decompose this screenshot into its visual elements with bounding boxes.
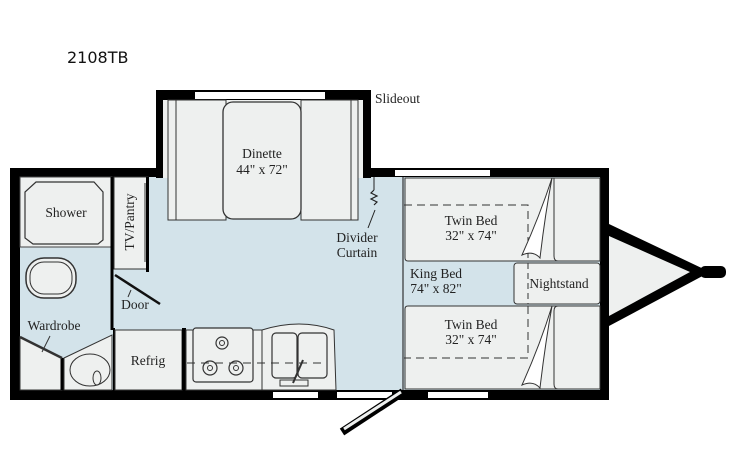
king-bed-size: 74" x 82" (410, 281, 462, 296)
shower-label: Shower (45, 205, 87, 220)
divider-curtain: Divider Curtain (336, 177, 379, 260)
curtain-label: Curtain (337, 245, 378, 260)
twin-bed-top-label: Twin Bed (445, 213, 498, 228)
refrig-label: Refrig (131, 353, 166, 368)
tv-pantry-label: TV/Pantry (122, 193, 137, 250)
outer-walls (10, 168, 609, 400)
kitchen: Refrig (113, 323, 337, 391)
divider-label: Divider (336, 230, 378, 245)
bathroom-door: Door (114, 273, 161, 312)
model-title: 2108TB (67, 48, 129, 67)
dinette: Dinette 44" x 72" (167, 99, 359, 221)
tv-pantry: TV/Pantry (113, 176, 149, 272)
slideout-label: Slideout (375, 91, 420, 106)
twin-bed-top-size: 32" x 74" (445, 228, 497, 243)
nightstand-label: Nightstand (529, 276, 588, 291)
entry-door (339, 388, 406, 436)
twin-bed-bottom-size: 32" x 74" (445, 332, 497, 347)
dinette-size: 44" x 72" (236, 162, 288, 177)
hitch (609, 224, 726, 326)
wardrobe-label: Wardrobe (28, 318, 81, 333)
door-label: Door (121, 297, 149, 312)
king-bed-label: King Bed (410, 266, 462, 281)
bathroom: Shower Wardrobe (19, 176, 114, 391)
bedroom: Twin Bed 32" x 74" Nightstand King Bed 7… (402, 177, 601, 390)
twin-bed-bottom-label: Twin Bed (445, 317, 498, 332)
dinette-label: Dinette (242, 146, 282, 161)
